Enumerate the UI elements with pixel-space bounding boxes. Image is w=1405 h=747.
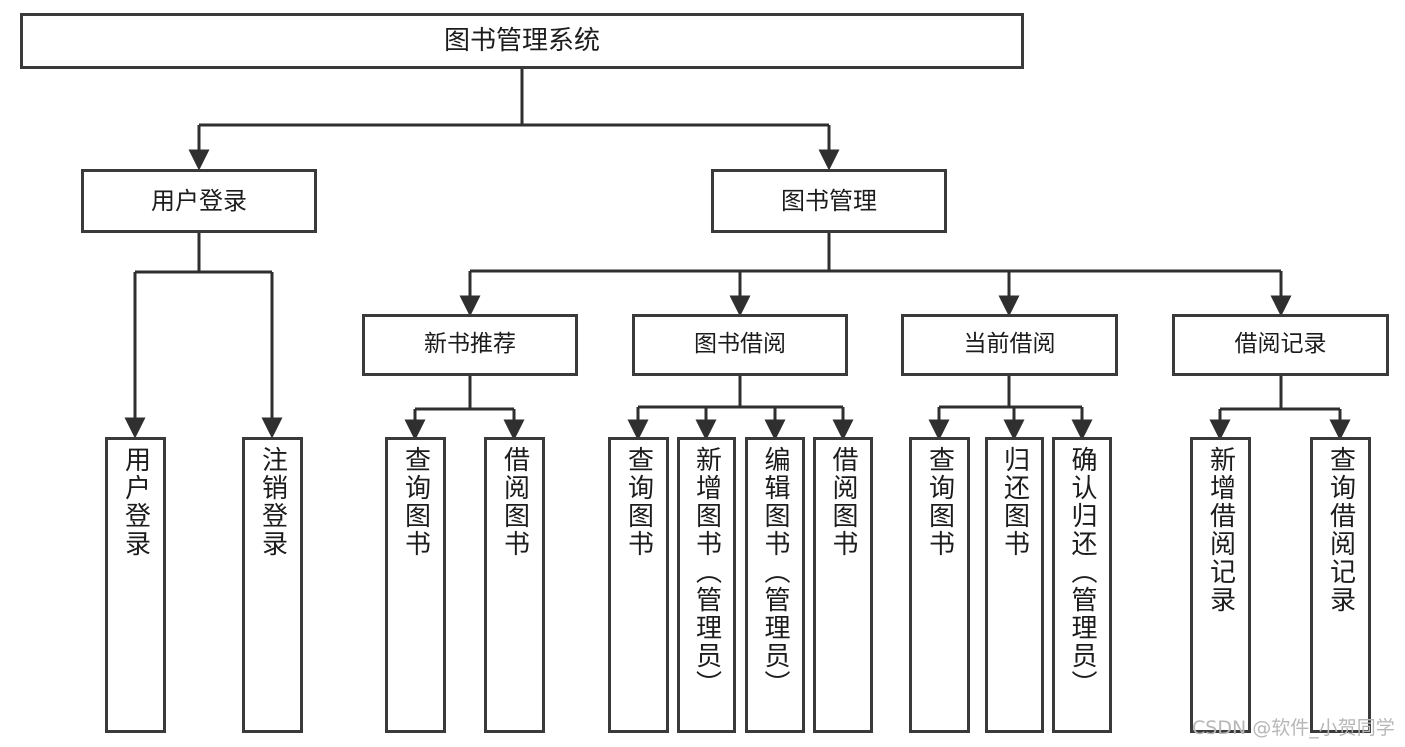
node-book-borrow-label: 图书借阅	[694, 331, 786, 358]
node-leaf-borrow-book-rec[interactable]: 借阅图书	[484, 437, 545, 733]
node-leaf-return-book-label: 归还图书	[999, 446, 1030, 558]
node-new-book-rec[interactable]: 新书推荐	[362, 314, 578, 376]
node-leaf-user-login[interactable]: 用户登录	[105, 437, 166, 733]
node-book-manage[interactable]: 图书管理	[711, 169, 947, 233]
csdn-watermark: CSDN @软件_小贺同学	[1192, 717, 1395, 739]
node-leaf-query-book-cur[interactable]: 查询图书	[909, 437, 970, 733]
node-leaf-query-record-label: 查询借阅记录	[1325, 446, 1356, 614]
node-leaf-query-book-borrow[interactable]: 查询图书	[608, 437, 669, 733]
node-leaf-query-book-rec-label: 查询图书	[400, 446, 431, 558]
node-book-manage-label: 图书管理	[781, 186, 877, 215]
node-leaf-borrow-book-label: 借阅图书	[828, 446, 858, 558]
node-leaf-query-book-cur-label: 查询图书	[924, 446, 955, 558]
node-leaf-user-login-label: 用户登录	[120, 446, 151, 558]
node-leaf-add-record-label: 新增借阅记录	[1205, 446, 1236, 614]
node-leaf-return-book[interactable]: 归还图书	[985, 437, 1044, 733]
node-leaf-confirm-return-label: 确认归还（管理员）	[1067, 446, 1097, 698]
node-leaf-add-record[interactable]: 新增借阅记录	[1190, 437, 1251, 733]
node-book-borrow[interactable]: 图书借阅	[632, 314, 848, 376]
node-leaf-confirm-return[interactable]: 确认归还（管理员）	[1052, 437, 1112, 733]
node-user-login[interactable]: 用户登录	[81, 169, 317, 233]
node-leaf-borrow-book-rec-label: 借阅图书	[499, 446, 530, 558]
node-current-borrow[interactable]: 当前借阅	[901, 314, 1118, 376]
node-user-login-label: 用户登录	[151, 186, 247, 215]
node-leaf-logout-label: 注销登录	[257, 446, 288, 558]
node-root-label: 图书管理系统	[443, 25, 600, 56]
node-leaf-logout[interactable]: 注销登录	[242, 437, 303, 733]
node-leaf-query-book-borrow-label: 查询图书	[623, 446, 654, 558]
node-borrow-record[interactable]: 借阅记录	[1172, 314, 1389, 376]
node-new-book-rec-label: 新书推荐	[424, 331, 516, 358]
node-leaf-query-book-rec[interactable]: 查询图书	[385, 437, 446, 733]
node-current-borrow-label: 当前借阅	[963, 331, 1056, 358]
node-leaf-borrow-book[interactable]: 借阅图书	[813, 437, 873, 733]
node-root[interactable]: 图书管理系统	[20, 13, 1024, 69]
node-leaf-query-record[interactable]: 查询借阅记录	[1310, 437, 1371, 733]
node-leaf-edit-book-label: 编辑图书（管理员）	[760, 446, 790, 698]
node-leaf-edit-book[interactable]: 编辑图书（管理员）	[745, 437, 805, 733]
node-leaf-add-book[interactable]: 新增图书（管理员）	[677, 437, 736, 733]
node-borrow-record-label: 借阅记录	[1234, 331, 1327, 358]
node-leaf-add-book-label: 新增图书（管理员）	[691, 446, 722, 698]
